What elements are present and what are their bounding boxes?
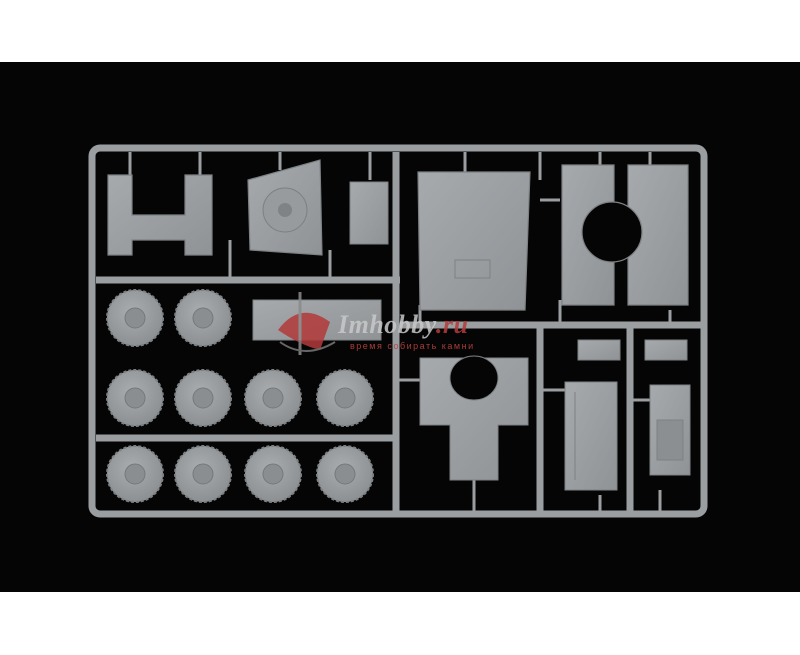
tire (244, 369, 302, 427)
watermark-emblem (278, 292, 336, 355)
tire (316, 445, 374, 503)
box-part (349, 181, 389, 245)
sprue-frame (88, 144, 708, 518)
tires (106, 289, 374, 503)
frame-part (107, 174, 213, 256)
tire (106, 445, 164, 503)
tire (174, 289, 232, 347)
tire (106, 369, 164, 427)
tire (174, 445, 232, 503)
floor-panel-part (417, 171, 531, 311)
watermark-slogan: время собирать камни (350, 341, 475, 351)
sprue-gates (128, 152, 672, 512)
tire (174, 369, 232, 427)
door-part (564, 381, 618, 491)
watermark-brand: Imhobby.ru (338, 310, 469, 339)
lower-panel-part (419, 355, 529, 481)
tire (244, 445, 302, 503)
tire (316, 369, 374, 427)
side-panel-parts (561, 164, 689, 306)
tire (106, 289, 164, 347)
rear-panel-part (247, 159, 323, 256)
